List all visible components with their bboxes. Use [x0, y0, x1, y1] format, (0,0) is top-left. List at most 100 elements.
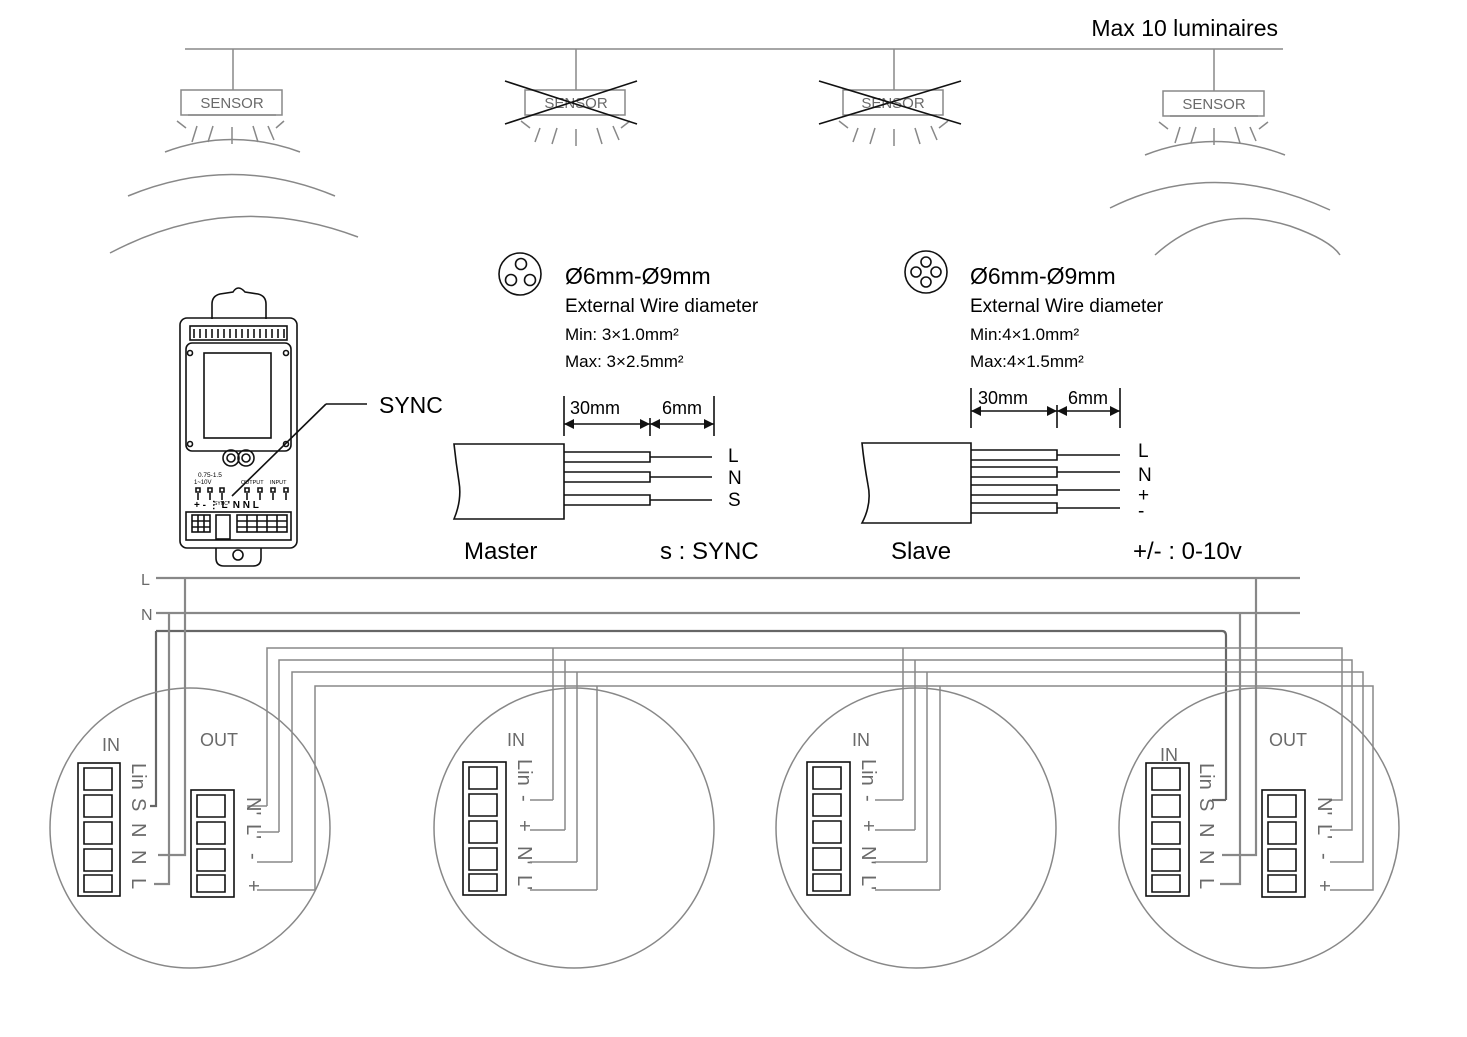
pin-plus: +	[1313, 880, 1335, 892]
slave-cable-jacket	[860, 442, 972, 524]
master-diameter: Ø6mm-Ø9mm	[565, 263, 711, 289]
master-note: s : SYNC	[660, 538, 759, 565]
device-sync-label: SYNC	[214, 501, 228, 507]
master-min: Min: 3×1.0mm²	[565, 325, 679, 344]
pin-n-prime: N'	[1313, 797, 1335, 815]
device-range-label: 1~10V	[194, 480, 212, 486]
pin-lin: Lin	[857, 759, 879, 786]
pin-n: N	[127, 850, 149, 864]
bus-label-n: N	[141, 607, 153, 624]
pin-l: L	[1195, 878, 1217, 889]
master-desc: External Wire diameter	[565, 296, 759, 317]
pin-s: S	[1195, 798, 1217, 811]
master-wire-label-l: L	[728, 446, 739, 467]
master-cable-spec: Ø6mm-Ø9mm External Wire diameter Min: 3×…	[452, 252, 759, 565]
slave-wire-l	[971, 449, 1120, 461]
unit-out-label: OUT	[1269, 730, 1307, 750]
sensor-2: SENSOR	[504, 49, 638, 146]
bus-label-l: L	[141, 572, 150, 589]
detection-wave	[1109, 181, 1331, 211]
pin-l-prime: L'	[857, 875, 879, 890]
cross-mark	[818, 80, 962, 125]
slave-min: Min:4×1.0mm²	[970, 325, 1079, 344]
max-luminaires-label: Max 10 luminaires	[1091, 15, 1278, 41]
slave-note: +/- : 0-10v	[1133, 538, 1242, 565]
detection-wave	[164, 138, 301, 153]
slave-wire-n	[971, 466, 1120, 478]
master-caption: Master	[464, 538, 537, 565]
sync-line	[156, 629, 1228, 800]
slave-max: Max:4×1.5mm²	[970, 352, 1084, 371]
pin-plus: +	[513, 820, 535, 832]
device-input-label: INPUT	[270, 480, 287, 486]
unit-in-label: IN	[507, 730, 525, 750]
pin-l-prime: L'	[513, 875, 535, 890]
master-wire-label-n: N	[728, 468, 742, 489]
pin-n-prime: N'	[857, 846, 879, 864]
cross-mark	[504, 80, 638, 125]
pin-minus: -	[1313, 853, 1335, 860]
sync-callout: SYNC	[379, 392, 443, 418]
pin-n-prime: N'	[513, 846, 535, 864]
detection-wave	[127, 173, 336, 197]
unit-in-label: IN	[1160, 745, 1178, 765]
unit-1: IN OUT Lin S N N L N' L' - +	[49, 687, 331, 969]
slave-wire-minus	[971, 502, 1120, 514]
pin-n: N	[1195, 850, 1217, 864]
sensor-device: 0.75-1.5 1~10V OUTPUT INPUT SYNC + - ⋮ L…	[179, 287, 443, 567]
device-model-label: 0.75-1.5	[198, 472, 222, 479]
detection-wave	[1144, 140, 1286, 156]
pin-minus: -	[513, 795, 535, 802]
pin-lin: Lin	[127, 763, 149, 790]
unit-out-label: OUT	[200, 730, 238, 750]
slave-caption: Slave	[891, 538, 951, 565]
pin-lin: Lin	[1195, 763, 1217, 790]
device-output-label: OUTPUT	[241, 480, 264, 486]
sensor-4: SENSOR	[1109, 49, 1341, 256]
master-wire-n	[564, 471, 712, 483]
pin-l-prime: L'	[242, 824, 264, 839]
slave-wire-plus	[971, 484, 1120, 496]
detection-wave	[109, 215, 359, 254]
pin-n: N	[1195, 823, 1217, 837]
slave-wire-label-plus: +	[1138, 485, 1149, 506]
slave-diameter: Ø6mm-Ø9mm	[970, 263, 1116, 289]
detection-wave	[1154, 217, 1341, 256]
sensor-1: SENSOR	[109, 49, 359, 254]
pin-minus: -	[857, 795, 879, 802]
pin-minus: -	[242, 853, 264, 860]
master-cable-jacket	[452, 443, 565, 520]
power-bus: L N	[141, 572, 1374, 891]
slave-strip-long: 30mm	[978, 388, 1028, 408]
master-max: Max: 3×2.5mm²	[565, 352, 684, 371]
unit-2: IN Lin - + N' L'	[433, 687, 715, 969]
master-strip-short: 6mm	[662, 398, 702, 418]
pin-lin: Lin	[513, 759, 535, 786]
unit-4: IN OUT Lin S N N L N' L' - +	[1118, 687, 1400, 969]
sensor-3: SENSOR	[818, 49, 962, 146]
unit-in-label: IN	[852, 730, 870, 750]
pin-l: L	[127, 878, 149, 889]
master-strip-long: 30mm	[570, 398, 620, 418]
slave-desc: External Wire diameter	[970, 296, 1164, 317]
device-terminal-labels: + - ⋮ L' N N L	[194, 500, 259, 511]
slave-cable-spec: Ø6mm-Ø9mm External Wire diameter Min:4×1…	[860, 250, 1242, 565]
pin-l-prime: L'	[1313, 824, 1335, 839]
slave-wire-label-minus: -	[1138, 501, 1144, 522]
pin-plus: +	[242, 880, 264, 892]
master-wire-l	[564, 451, 712, 463]
pin-n-prime: N'	[242, 797, 264, 815]
slave-wire-label-l: L	[1138, 441, 1149, 462]
unit-3: IN Lin - + N' L'	[775, 687, 1057, 969]
slave-strip-short: 6mm	[1068, 388, 1108, 408]
pin-s: S	[127, 798, 149, 811]
master-wire-s	[564, 494, 712, 506]
sync-leader-line	[231, 403, 327, 497]
sensor-label: SENSOR	[200, 95, 264, 112]
pin-n: N	[127, 823, 149, 837]
master-wire-label-s: S	[728, 490, 741, 511]
unit-in-label: IN	[102, 735, 120, 755]
slave-wire-label-n: N	[1138, 465, 1152, 486]
pin-plus: +	[857, 820, 879, 832]
